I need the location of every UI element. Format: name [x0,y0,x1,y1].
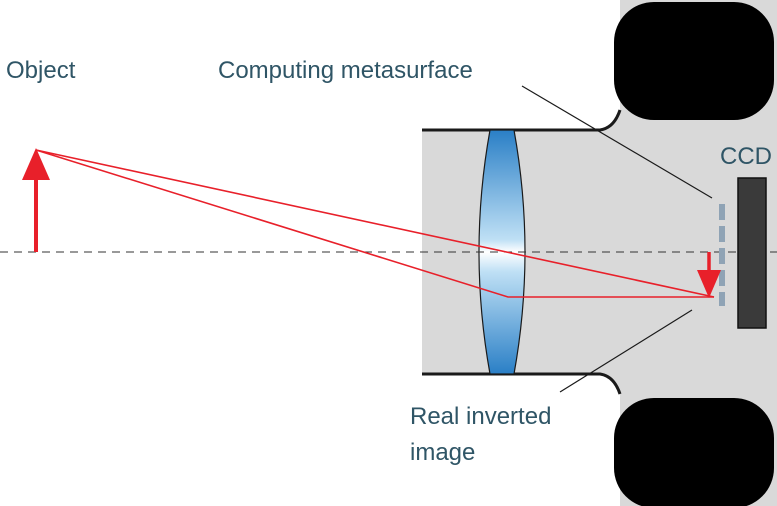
camera-grip-top [614,2,774,120]
image-leader-line [559,309,693,393]
object-arrow [22,148,50,252]
camera-body-outline-bottom [422,372,622,395]
object-label: Object [6,57,76,84]
lens [478,129,526,375]
image-arrow [697,252,721,298]
image-label-line1: Real inverted [410,403,551,430]
metasurface-leader-line [521,85,713,199]
camera-grip-bottom [614,398,774,506]
camera-body-outline-top [422,109,622,132]
light-rays [35,149,715,298]
ccd-sensor [737,177,767,329]
metasurface-label: Computing metasurface [218,57,473,84]
image-label-line2: image [410,439,475,466]
computing-metasurface [719,204,725,306]
ray-upper [35,149,715,298]
camera-body [422,0,777,506]
ccd-label: CCD [720,143,772,170]
ray-lower [35,149,714,298]
